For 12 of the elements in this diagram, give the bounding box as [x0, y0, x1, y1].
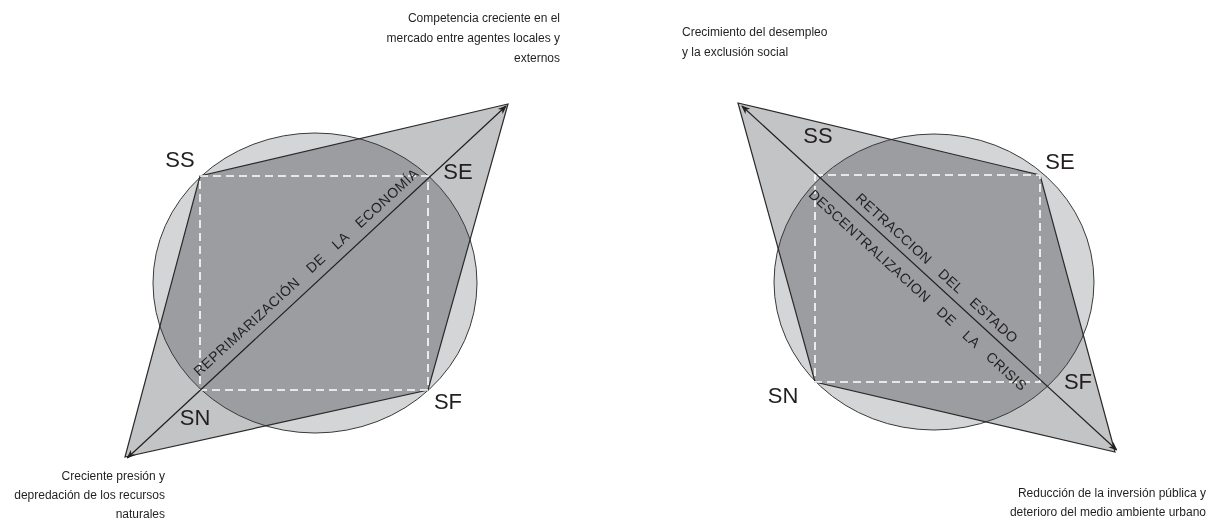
note-text: Competencia creciente en el mercado entre agentes locales y externos [385, 10, 560, 67]
sector-label: SF [1063, 370, 1093, 394]
sector-label: SS [803, 124, 833, 148]
note-text: Creciente presión y depredación de los recursos naturales [13, 468, 165, 523]
note-text: Crecimiento del desempleo y la exclusión social [682, 24, 829, 61]
sector-label: SN [179, 406, 211, 430]
note-text: Reducción de la inversión pública y deterioro del medio ambiente urbano [1008, 485, 1206, 521]
sector-label: SN [767, 384, 799, 408]
sector-label: SE [443, 160, 473, 184]
sector-label: SF [433, 390, 463, 414]
sector-label: SE [1045, 150, 1075, 174]
sector-label: SS [165, 148, 195, 172]
